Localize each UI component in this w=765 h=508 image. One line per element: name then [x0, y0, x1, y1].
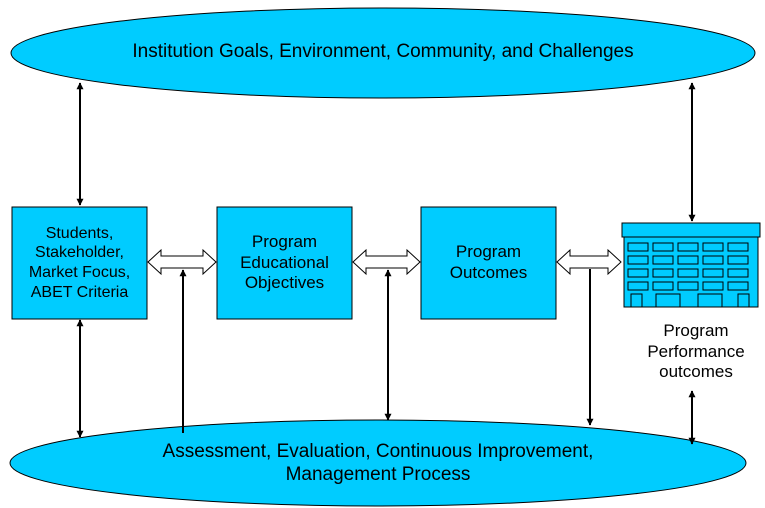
top-ellipse: [10, 7, 756, 99]
students-box-label: Students, Stakeholder, Market Focus, ABE…: [28, 224, 131, 301]
building-label: Program Performance outcomes: [647, 320, 745, 382]
double-arrow-students-objectives: [147, 248, 217, 276]
outcomes-box: [420, 206, 557, 320]
double-arrow-objectives-outcomes: [352, 248, 421, 276]
objectives-box-label: Program Educational Objectives: [240, 231, 329, 293]
bottom-ellipse-label: Assessment, Evaluation, Continuous Impro…: [162, 440, 594, 485]
building-icon: [621, 222, 761, 308]
bottom-ellipse: [9, 419, 747, 507]
outcomes-box-label: Program Outcomes: [449, 242, 528, 282]
objectives-box: [216, 206, 353, 320]
students-box: [11, 206, 148, 320]
top-ellipse-label: Institution Goals, Environment, Communit…: [132, 41, 634, 63]
double-arrow-outcomes-building: [556, 248, 622, 276]
